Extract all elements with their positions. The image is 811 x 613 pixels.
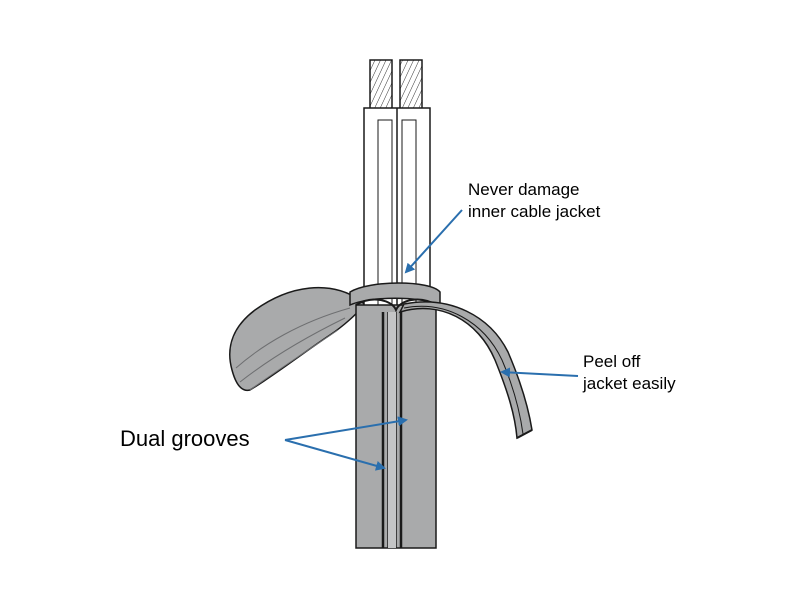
peel-off-label-line1: Peel off bbox=[583, 352, 641, 371]
peel-off-label-line2: jacket easily bbox=[583, 374, 676, 393]
arrow-groove-lower bbox=[284, 439, 386, 471]
never-damage-label-line2: inner cable jacket bbox=[468, 202, 601, 221]
outer-jacket-body bbox=[355, 298, 437, 549]
conductor-left bbox=[369, 59, 393, 111]
never-damage-label-line1: Never damage bbox=[468, 180, 580, 199]
inner-cable-jacket bbox=[363, 107, 431, 309]
arrow-groove-upper bbox=[284, 416, 408, 441]
arrow-never-damage bbox=[404, 209, 463, 274]
arrow-peel-off bbox=[500, 367, 579, 378]
dual-grooves-label: Dual grooves bbox=[120, 426, 250, 451]
left-peeled-flap bbox=[229, 287, 367, 392]
conductor-right bbox=[399, 59, 423, 111]
